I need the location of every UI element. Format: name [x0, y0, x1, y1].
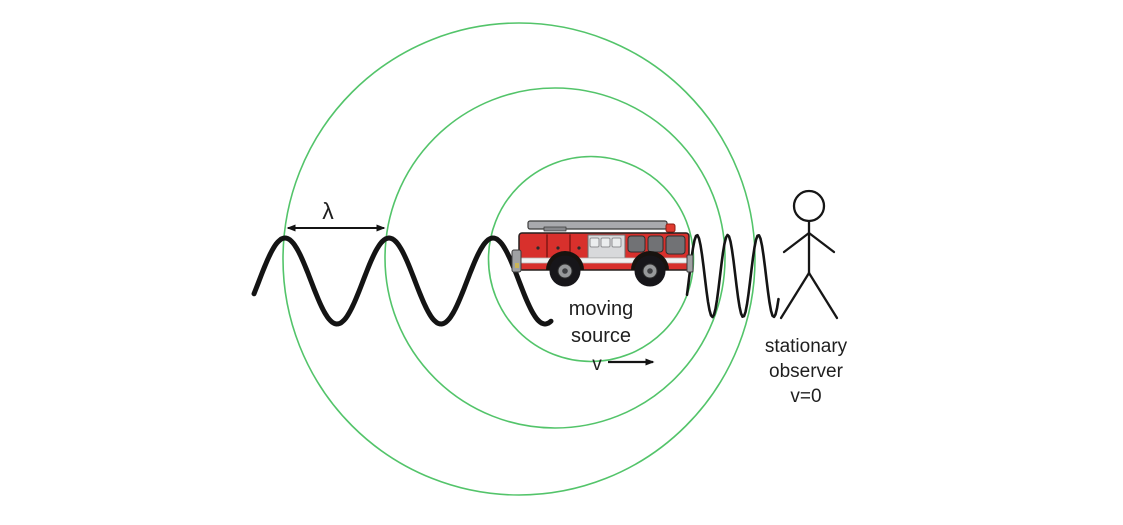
- stretched-wave-left: [251, 235, 554, 327]
- truck-handle: [556, 246, 560, 250]
- moving-source-label-line1: moving: [569, 298, 633, 320]
- wavelength-label: λ: [322, 198, 334, 224]
- truck-beacon-light: [665, 223, 676, 233]
- compressed-wave-right: [685, 233, 780, 319]
- observer-label-line2: observer: [769, 361, 844, 382]
- wavefront-circle-2: [384, 87, 726, 429]
- observer-left-leg: [779, 271, 811, 320]
- truck-panel-window: [611, 237, 622, 248]
- truck-cab-window: [647, 235, 664, 253]
- wavefronts-and-waves-layer: [251, 22, 780, 496]
- observer-label-line1: stationary: [765, 336, 848, 357]
- truck-handle: [536, 246, 540, 250]
- observer-velocity-label: v=0: [790, 386, 821, 407]
- stationary-observer-figure: [779, 189, 839, 320]
- observer-right-leg: [807, 271, 839, 320]
- observer-head: [792, 189, 826, 223]
- truck-panel-window: [589, 237, 600, 248]
- truck-rear-light: [515, 263, 519, 268]
- truck-front-axle: [647, 268, 653, 274]
- fire-truck: [511, 220, 694, 287]
- truck-windshield: [665, 235, 686, 255]
- truck-panel-window: [600, 237, 611, 248]
- observer-left-arm: [782, 231, 811, 254]
- truck-ladder-mount: [543, 226, 567, 232]
- truck-rear-bumper: [511, 249, 522, 273]
- truck-handle: [577, 246, 581, 250]
- observer-right-arm: [807, 231, 836, 254]
- source-velocity-label: v: [592, 354, 602, 375]
- wavefront-circle-1: [282, 22, 756, 496]
- moving-source-label-line2: source: [571, 325, 631, 347]
- truck-cab-window: [627, 235, 646, 253]
- truck-front-bumper: [686, 254, 694, 273]
- truck-rear-axle: [562, 268, 568, 274]
